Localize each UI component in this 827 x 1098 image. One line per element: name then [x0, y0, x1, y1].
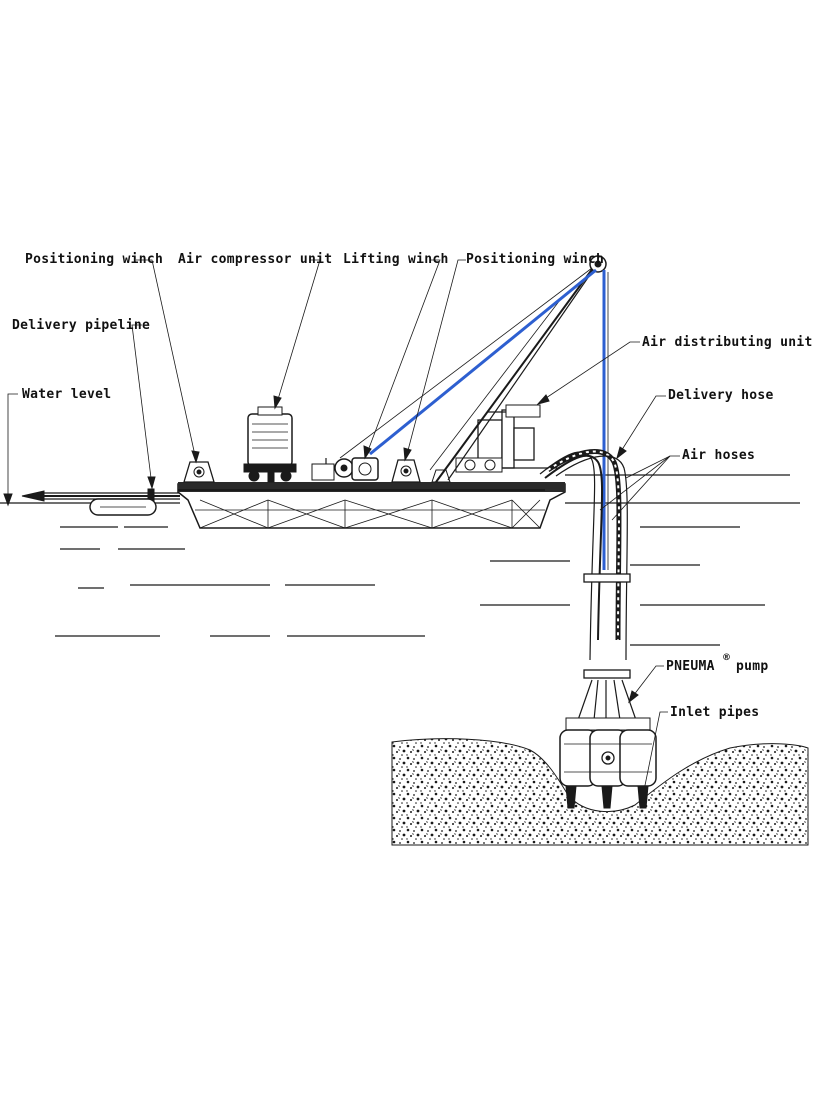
positioning-winch-right	[391, 459, 451, 483]
air-distributing-unit	[455, 404, 560, 473]
label-positioning-winch-left: Positioning winch	[25, 252, 163, 267]
delivery-pipeline	[21, 488, 180, 516]
pneuma-pump	[559, 717, 657, 787]
label-pneuma-pump: PNEUMA	[666, 659, 715, 674]
label-air-distributing-unit: Air distributing unit	[642, 335, 813, 350]
label-pneuma-registered: ®	[722, 653, 731, 663]
leader-lines	[3, 259, 680, 804]
label-delivery-pipeline: Delivery pipeline	[12, 318, 150, 333]
label-lifting-winch: Lifting winch	[343, 252, 449, 267]
label-positioning-winch-right: Positioning winch	[466, 252, 604, 267]
seabed	[391, 738, 809, 846]
label-inlet-pipes: Inlet pipes	[670, 705, 759, 720]
labels: Positioning winch Air compressor unit Li…	[12, 252, 813, 720]
lifting-winch	[311, 457, 379, 481]
water-depth-lines	[55, 526, 765, 646]
label-air-hoses: Air hoses	[682, 448, 755, 463]
label-pneuma-pump-suffix: pump	[736, 659, 769, 674]
barge	[177, 482, 566, 529]
crane	[339, 255, 609, 570]
label-delivery-hose: Delivery hose	[668, 388, 774, 403]
positioning-winch-left	[183, 461, 215, 483]
air-compressor-unit	[243, 406, 297, 483]
hoses	[539, 449, 637, 721]
label-air-compressor-unit: Air compressor unit	[178, 252, 332, 267]
label-water-level: Water level	[22, 387, 111, 402]
